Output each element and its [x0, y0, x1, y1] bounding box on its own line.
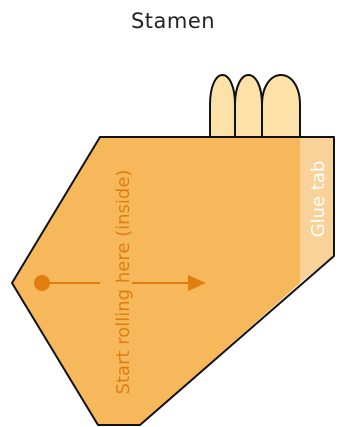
stamen-body-shape	[12, 137, 300, 425]
start-rolling-label: Start rolling here (inside)	[113, 170, 134, 395]
stamen-tips	[209, 74, 301, 138]
diagram-title: Stamen	[130, 9, 216, 33]
rolling-guide	[34, 275, 206, 291]
stamen-tip-3	[261, 74, 301, 138]
arrow-head-icon	[188, 275, 206, 291]
stamen-tip-1	[209, 74, 236, 138]
piece-outline	[11, 136, 335, 426]
stamen-tip-2	[234, 74, 263, 138]
glue-tab-label: Glue tab	[308, 161, 329, 238]
glue-tab-area	[300, 137, 334, 283]
start-dot	[34, 275, 50, 291]
